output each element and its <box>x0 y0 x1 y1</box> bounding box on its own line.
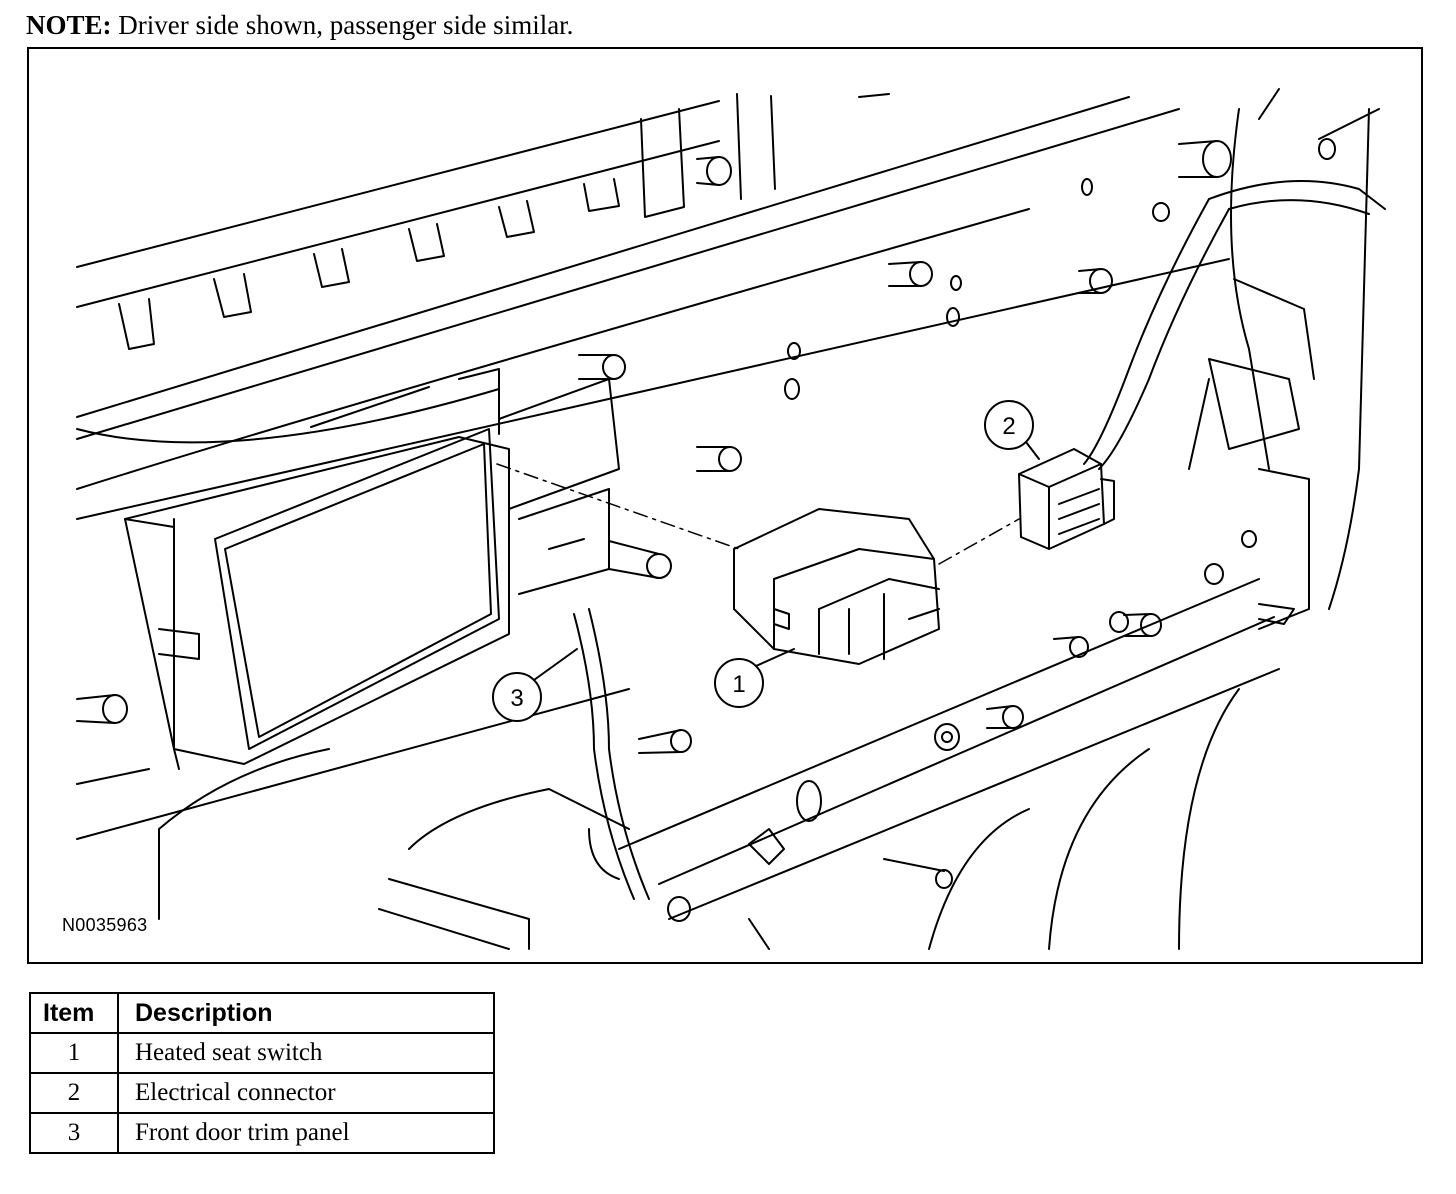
door-panel-body <box>76 88 1380 950</box>
mounting-bosses <box>76 138 1336 922</box>
note-text: Driver side shown, passenger side simila… <box>111 10 574 40</box>
wiring-harness <box>573 180 1386 900</box>
heated-seat-switch-drawing <box>733 508 940 665</box>
legend-header-description: Description <box>117 992 495 1034</box>
legend-header-row: Item Description <box>29 992 495 1034</box>
legend-item-description: Heated seat switch <box>117 1032 495 1074</box>
legend-item-number: 3 <box>29 1112 119 1154</box>
callout-3: 3 <box>492 648 578 722</box>
legend-row: 2 Electrical connector <box>29 1072 495 1114</box>
figure-id: N0035963 <box>62 915 148 935</box>
electrical-connector-drawing <box>1018 448 1115 550</box>
legend-item-description: Electrical connector <box>117 1072 495 1114</box>
legend-item-number: 1 <box>29 1032 119 1074</box>
legend-row: 1 Heated seat switch <box>29 1032 495 1074</box>
callout-1-label: 1 <box>732 671 745 698</box>
module-housing <box>124 368 620 770</box>
upper-trim-strip <box>76 93 1180 440</box>
legend-row: 3 Front door trim panel <box>29 1112 495 1154</box>
legend-header-item: Item <box>29 992 119 1034</box>
callout-2: 2 <box>984 400 1040 460</box>
alignment-lines <box>496 463 1020 565</box>
legend-item-number: 2 <box>29 1072 119 1114</box>
callout-3-label: 3 <box>510 685 523 712</box>
note-line: NOTE: Driver side shown, passenger side … <box>26 10 573 41</box>
callout-1: 1 <box>714 648 795 708</box>
door-panel-illustration: 1 2 3 <box>76 88 1386 950</box>
legend-table: Item Description 1 Heated seat switch 2 … <box>29 992 495 1154</box>
legend-item-description: Front door trim panel <box>117 1112 495 1154</box>
illustration-frame: 1 2 3 N0035963 <box>27 47 1423 964</box>
note-label: NOTE: <box>26 10 112 40</box>
callout-2-label: 2 <box>1002 413 1015 440</box>
